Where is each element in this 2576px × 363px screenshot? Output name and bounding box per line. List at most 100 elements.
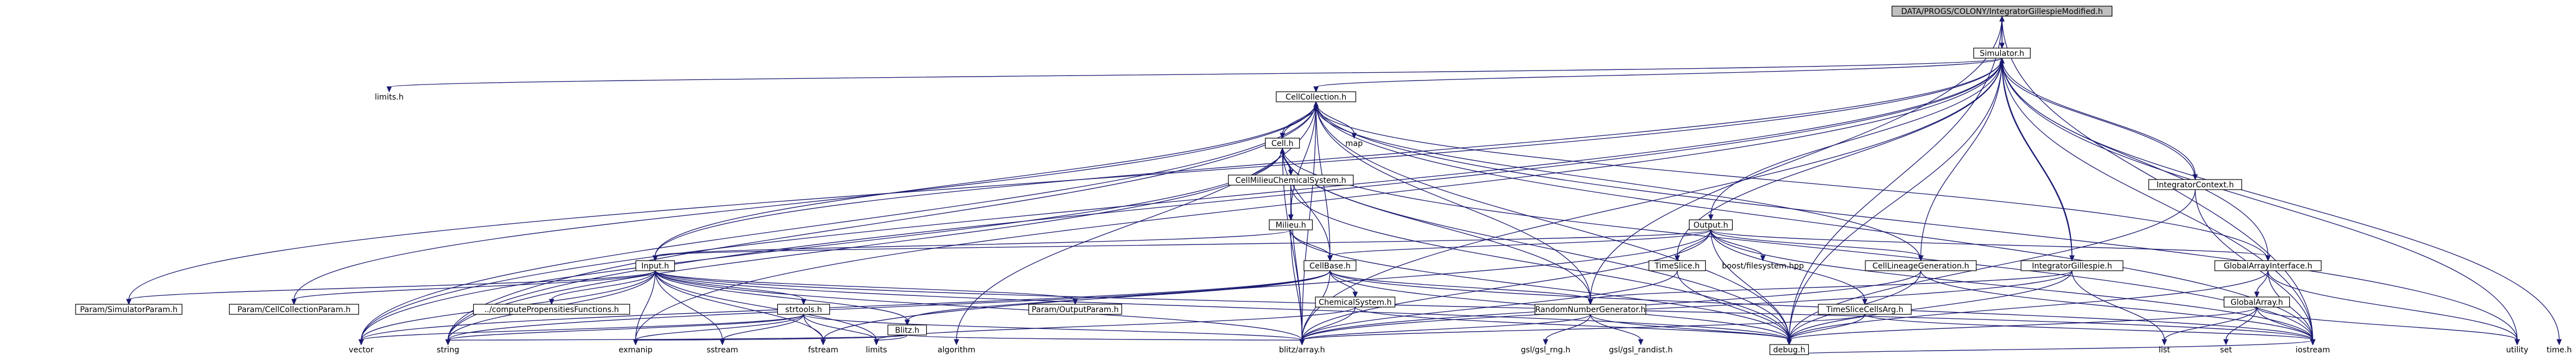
edge-arrowhead [1760, 255, 1766, 262]
edge-output-to-boostfs [1710, 229, 1766, 262]
edge-arrowhead [2223, 339, 2229, 346]
node-box [1688, 219, 1733, 230]
node-chemsys[interactable]: ChemicalSystem.h [1315, 296, 1396, 308]
edge-intcontext-to-simulator [1999, 57, 2196, 180]
edge-input-to-ccparam [291, 270, 656, 305]
node-box [1891, 6, 2113, 17]
node-label: Param/SimulatorParam.h [80, 305, 178, 314]
edge-arrowhead [1786, 339, 1792, 346]
node-label: set [2220, 346, 2232, 355]
edge-arrowhead [633, 339, 638, 346]
edge-blitz_h-to-blitzarray [907, 334, 1305, 346]
edge-arrowhead [1999, 57, 2005, 64]
node-timeslice[interactable]: TimeSlice.h [1648, 260, 1706, 271]
node-limits_h: limits.h [375, 93, 403, 102]
edge-rng-to-gslrng [1543, 314, 1591, 346]
node-simparam[interactable]: Param/SimulatorParam.h [75, 304, 183, 315]
edge-simulator-to-time_h [2001, 58, 2562, 346]
node-list: list [2159, 346, 2171, 355]
edge-arrowhead [1288, 214, 1294, 221]
edge-input-to-simparam [126, 270, 656, 305]
node-label: Blitz.h [895, 326, 920, 335]
node-label: CellLineageGeneration.h [1873, 262, 1970, 271]
node-label: fstream [808, 346, 838, 355]
node-label: debug.h [1773, 346, 1805, 355]
node-exmanip: exmanip [619, 346, 653, 355]
edge-arrowhead [1313, 101, 1319, 107]
node-label: strtools.h [785, 305, 822, 314]
node-root[interactable]: DATA/PROGS/COLONY/IntegratorGillespieMod… [1891, 6, 2113, 17]
node-label: list [2159, 346, 2171, 355]
edge-globalarrayif-to-globalarray [2254, 270, 2269, 298]
node-debug[interactable]: debug.h [1769, 344, 1809, 355]
node-cellbase[interactable]: CellBase.h [1303, 260, 1357, 271]
edge-globalarrayif-to-cellcollection [1313, 101, 2269, 261]
edge-simulator-to-root [1999, 15, 2005, 49]
edge-input-to-blitz_h [655, 270, 910, 326]
edge-intgill-to-list [2071, 270, 2167, 346]
node-label: DATA/PROGS/COLONY/IntegratorGillespieMod… [1901, 7, 2103, 16]
node-globalarrayif[interactable]: GlobalArrayInterface.h [2214, 260, 2322, 271]
node-label: Param/OutputParam.h [1032, 305, 1118, 314]
node-lineage[interactable]: CellLineageGeneration.h [1865, 260, 1977, 271]
node-strtools[interactable]: strtools.h [777, 304, 830, 315]
node-label: ChemicalSystem.h [1319, 298, 1392, 307]
node-blitz_h[interactable]: Blitz.h [887, 324, 927, 336]
node-algorithm: algorithm [937, 346, 976, 355]
node-output[interactable]: Output.h [1688, 219, 1733, 230]
node-cellcollection[interactable]: CellCollection.h [1276, 91, 1356, 102]
node-simulator[interactable]: Simulator.h [1973, 48, 2031, 59]
edge-cellmilieu-to-debug [1290, 185, 1792, 346]
node-set: set [2220, 346, 2232, 355]
edge-tscellsarg-to-iostream [1864, 314, 2316, 346]
node-ccparam[interactable]: Param/CellCollectionParam.h [228, 304, 360, 315]
edge-arrowhead [1999, 15, 2005, 22]
node-box [1268, 219, 1313, 230]
node-iostream: iostream [2295, 346, 2330, 355]
node-tscellsarg[interactable]: TimeSliceCellsArg.h [1818, 304, 1912, 315]
node-input[interactable]: Input.h [635, 260, 675, 271]
edge-cellcollection-to-input [652, 101, 1317, 262]
node-box [1648, 260, 1706, 271]
node-fstream: fstream [808, 346, 838, 355]
node-label: blitz/array.h [1279, 346, 1325, 355]
edge-arrowhead [652, 255, 658, 262]
edge-arrowhead [2514, 339, 2520, 346]
edge-arrowhead [1352, 291, 1358, 298]
node-label: Simulator.h [1980, 49, 2024, 58]
node-label: Param/CellCollectionParam.h [237, 305, 351, 314]
node-label: GlobalArrayInterface.h [2224, 262, 2312, 271]
edge-arrowhead [1543, 339, 1548, 346]
edge-simulator-to-intcontext [2001, 58, 2198, 181]
node-cellmilieu[interactable]: CellMilieuChemicalSystem.h [1228, 175, 1354, 186]
edge-globalarray-to-set [2223, 307, 2257, 346]
node-intgill[interactable]: IntegratorGillespie.h [2020, 260, 2124, 271]
node-gslrng: gsl/gsl_rng.h [1521, 346, 1570, 355]
edge-simulator-to-timeslice [1674, 58, 2003, 262]
edge-strtools-to-sstream [720, 314, 804, 346]
node-outparam[interactable]: Param/OutputParam.h [1028, 304, 1122, 315]
node-label: RandomNumberGenerator.h [1535, 305, 1645, 314]
edge-intgill-to-simulator [1999, 57, 2073, 261]
node-box [228, 304, 360, 315]
node-label: string [437, 346, 459, 355]
edge-cell-to-iostream [1282, 148, 2316, 346]
node-intcontext[interactable]: IntegratorContext.h [2148, 179, 2242, 190]
edge-arrowhead [2162, 339, 2167, 346]
node-label: CellMilieuChemicalSystem.h [1235, 176, 1346, 185]
node-rng[interactable]: RandomNumberGenerator.h [1534, 304, 1646, 315]
node-milieu[interactable]: Milieu.h [1268, 219, 1313, 230]
edge-output-to-input [652, 229, 1711, 262]
node-cell[interactable]: Cell.h [1264, 138, 1300, 149]
edge-arrowhead [445, 339, 451, 346]
nodes-layer: DATA/PROGS/COLONY/IntegratorGillespieMod… [75, 6, 2572, 355]
node-box [887, 324, 927, 336]
node-computeprop[interactable]: ../computePropensitiesFunctions.h [473, 304, 631, 315]
node-box [1028, 304, 1122, 315]
node-globalarray[interactable]: GlobalArray.h [2223, 296, 2290, 308]
node-label: ../computePropensitiesFunctions.h [484, 305, 619, 314]
edge-arrowhead [386, 86, 392, 93]
edge-arrowhead [1862, 299, 1868, 305]
edge-arrowhead [1313, 86, 1319, 93]
edge-cellmilieu-to-cell [1280, 147, 1291, 176]
